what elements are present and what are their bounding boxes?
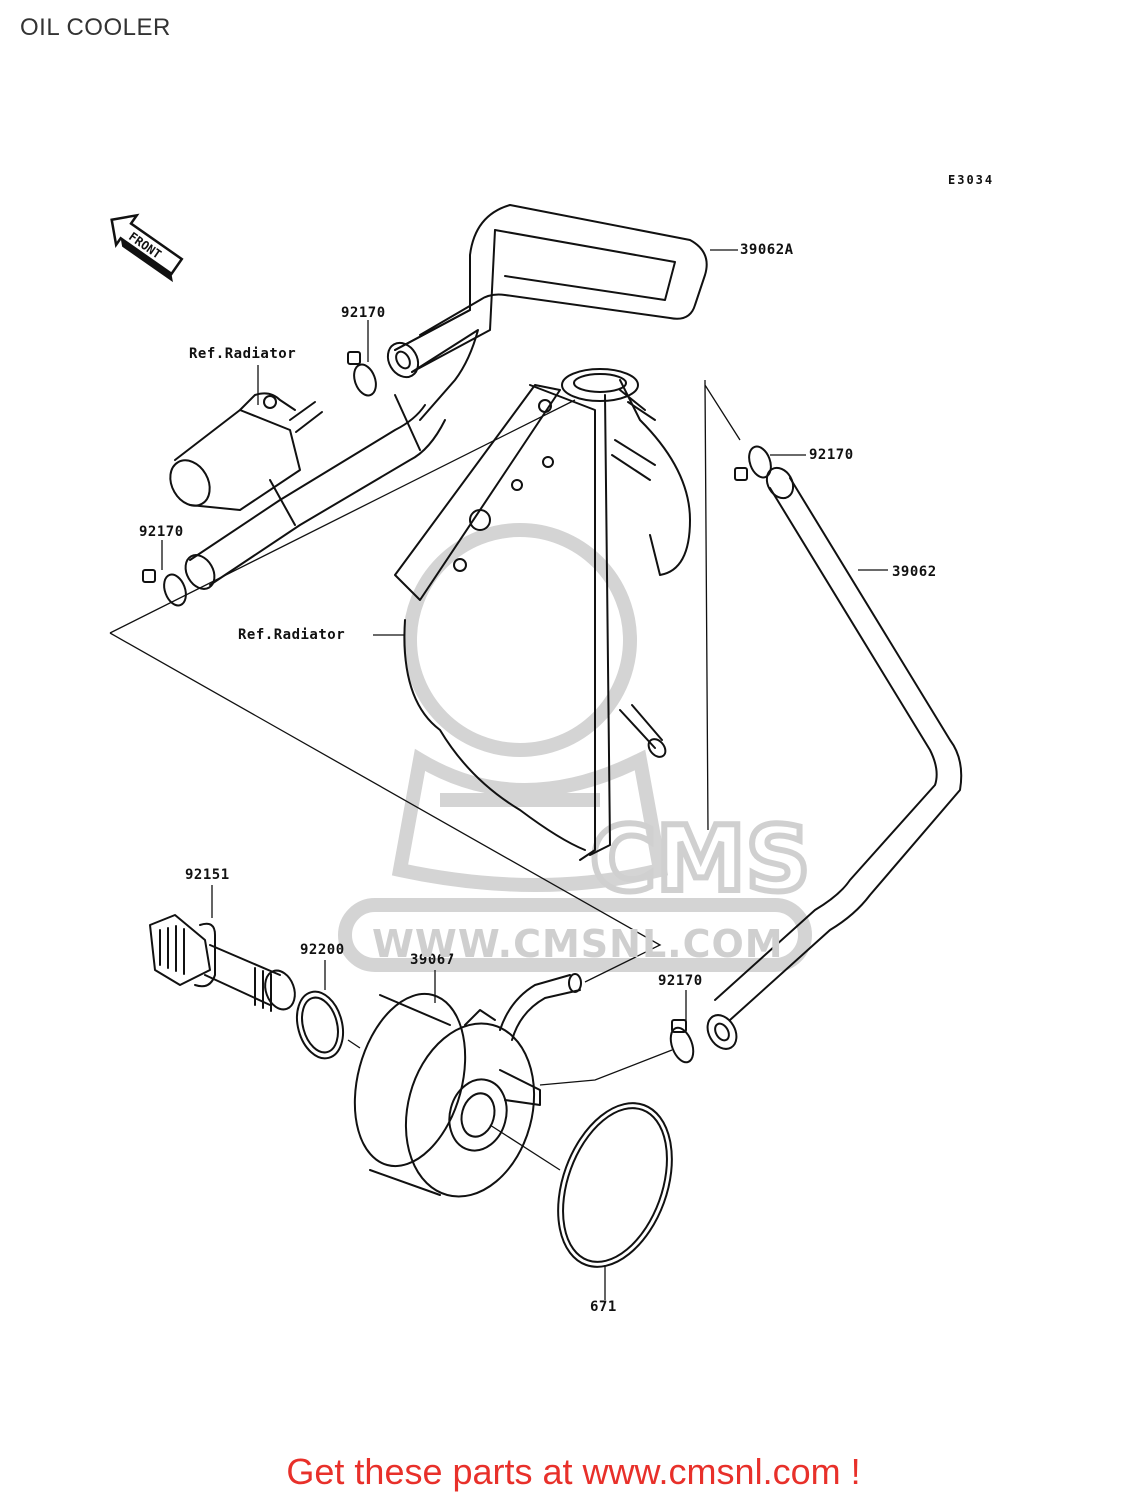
clamp-92170-b (142, 569, 187, 607)
diagram-code: E3034 (948, 173, 995, 187)
oring-671 (557, 1102, 673, 1268)
hose-39062a (184, 204, 708, 590)
radiator-body (394, 368, 691, 861)
part-label-92200[interactable]: 92200 (300, 942, 345, 958)
part-label-39067[interactable]: 39067 (410, 952, 455, 968)
leader-lines (109, 249, 888, 1300)
clamp-92170-c (734, 445, 772, 481)
ref-radiator-label-2: Ref.Radiator (238, 627, 346, 643)
part-label-92151[interactable]: 92151 (185, 867, 230, 883)
watermark-brand: CMS (587, 804, 813, 915)
clamp-92170-a (347, 351, 377, 397)
hose-39062 (706, 466, 963, 1050)
page-title: OIL COOLER (20, 14, 171, 41)
bolt-92151 (149, 914, 296, 1012)
oring-92200 (295, 990, 345, 1060)
watermark-logo (338, 523, 812, 972)
ref-radiator-label-1: Ref.Radiator (189, 346, 297, 362)
part-label-671[interactable]: 671 (590, 1299, 617, 1315)
part-label-92170-b[interactable]: 92170 (139, 524, 184, 540)
parts-cta-link[interactable]: Get these parts at www.cmsnl.com ! (286, 1451, 861, 1492)
part-label-39062a[interactable]: 39062A (740, 242, 794, 258)
watermark-brand-text: CMS (590, 807, 810, 912)
oil-cooler-39067 (353, 973, 582, 1198)
part-label-39062[interactable]: 39062 (892, 564, 937, 580)
part-label-92170-d[interactable]: 92170 (658, 973, 703, 989)
part-label-92170-a[interactable]: 92170 (341, 305, 386, 321)
radiator-fitting (169, 392, 323, 511)
clamp-92170-d (669, 1019, 695, 1064)
front-arrow-icon: FRONT (110, 213, 184, 283)
part-label-92170-c[interactable]: 92170 (809, 447, 854, 463)
watermark-url: WWW.CMSNL.COM (372, 922, 784, 966)
